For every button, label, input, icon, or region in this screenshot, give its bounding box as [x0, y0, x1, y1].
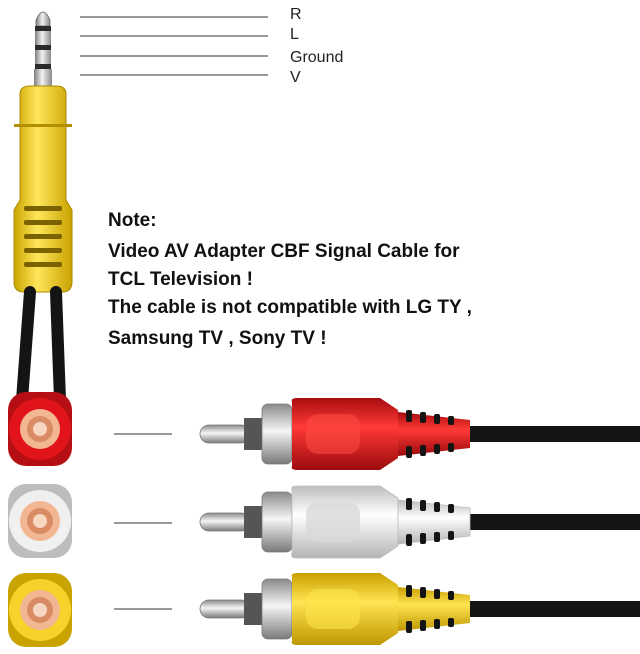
jack-ring-insulator-3 — [35, 64, 51, 69]
rca-plug-red — [199, 398, 640, 470]
rca-plug-red-cable — [470, 426, 640, 442]
pin-label-v: V — [290, 69, 301, 86]
jack-cable-right — [50, 286, 66, 406]
jack-ring-insulator-2 — [35, 45, 51, 50]
note-block: Note: Video AV Adapter CBF Signal Cable … — [108, 210, 472, 349]
rca-socket-yellow — [8, 573, 72, 647]
jack-plug — [13, 11, 73, 406]
jack-ring-2 — [35, 50, 51, 64]
rca-socket-white — [8, 484, 72, 558]
jack-ring-1 — [35, 31, 51, 45]
note-heading: Note: — [108, 210, 157, 231]
jack-grip-slots — [24, 206, 62, 267]
note-line-2: TCL Television ! — [108, 269, 253, 290]
rca-plug-white-cable — [470, 514, 640, 530]
jack-housing — [13, 85, 73, 293]
note-line-1: Video AV Adapter CBF Signal Cable for — [108, 241, 460, 262]
pin-label-r: R — [290, 6, 302, 23]
socket-to-plug-lines — [114, 433, 172, 610]
pin-leader-lines — [80, 16, 268, 76]
rca-plug-yellow-cable — [470, 601, 640, 617]
pin-label-l: L — [290, 26, 299, 43]
rca-plug-yellow — [199, 573, 640, 645]
jack-ring-insulator-1 — [35, 26, 51, 31]
jack-housing-band — [14, 124, 72, 127]
jack-cable-left — [16, 286, 36, 406]
pin-label-ground: Ground — [290, 49, 343, 66]
rca-socket-red — [8, 392, 72, 466]
note-line-4: Samsung TV , Sony TV ! — [108, 328, 327, 349]
jack-tip — [35, 11, 51, 27]
rca-plug-white — [199, 485, 640, 559]
note-line-3: The cable is not compatible with LG TY , — [108, 297, 472, 318]
